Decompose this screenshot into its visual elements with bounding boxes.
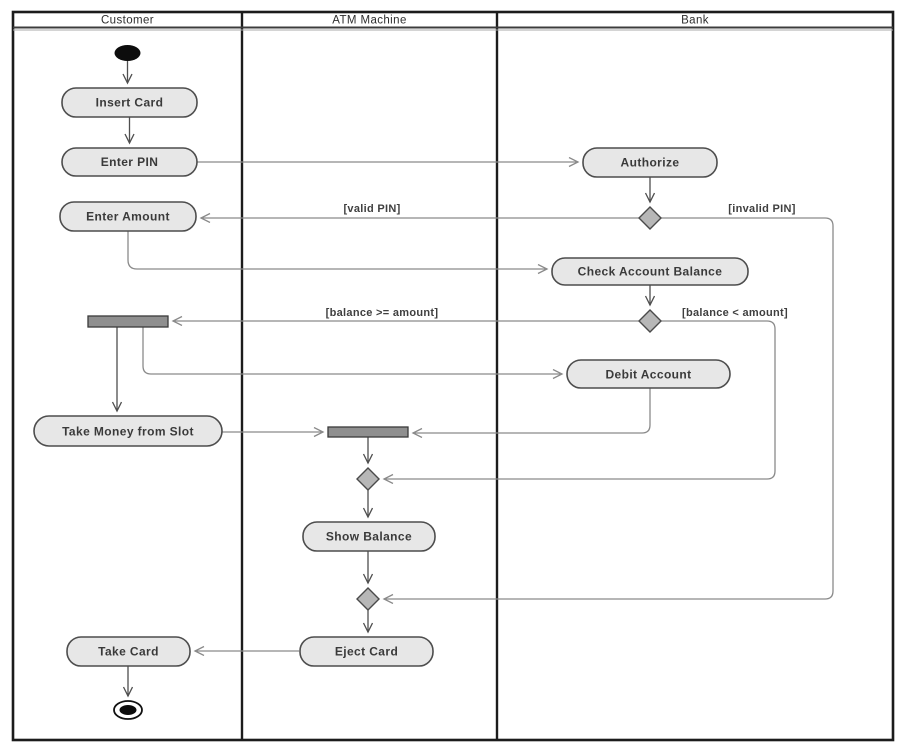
lane-bank-nodes: Authorize Check Account Balance Debit Ac… <box>551 147 749 389</box>
activity-debit-account-label: Debit Account <box>605 368 691 382</box>
activity-enter-pin-label: Enter PIN <box>101 155 159 169</box>
guard-labels: [valid PIN] [invalid PIN] [balance >= am… <box>326 203 796 319</box>
edge-debit-account-join <box>413 388 651 433</box>
activity-authorize-label: Authorize <box>621 156 680 170</box>
activity-eject-card-shape <box>299 636 434 667</box>
activity-take-card-label: Take Card <box>98 645 159 659</box>
lane-customer-nodes: Insert Card Enter PIN Enter Amount Take … <box>33 45 223 720</box>
activity-authorize: Authorize <box>582 147 718 178</box>
fork-bar <box>87 315 169 328</box>
guard-valid-pin: [valid PIN] <box>343 203 400 215</box>
activity-debit-account-shape <box>566 359 731 389</box>
activity-enter-pin: Enter PIN <box>61 147 198 177</box>
activity-insert-card: Insert Card <box>61 87 198 118</box>
activity-take-card-shape <box>66 636 191 667</box>
lane-atm-nodes: Show Balance Eject Card <box>299 426 436 667</box>
activity-take-money: Take Money from Slot <box>33 415 223 447</box>
activity-debit-account: Debit Account <box>566 359 731 389</box>
activity-enter-pin-shape <box>61 147 198 177</box>
activity-check-balance: Check Account Balance <box>551 257 749 286</box>
activity-show-balance: Show Balance <box>302 521 436 552</box>
edge-balance-lt-balance-merge <box>384 320 776 479</box>
lane-title-atm-machine: ATM Machine <box>332 15 406 27</box>
diagram-edges <box>117 61 834 696</box>
guard-balance-lt-amount: [balance < amount] <box>682 307 788 319</box>
activity-eject-card: Eject Card <box>299 636 434 667</box>
activity-check-balance-shape <box>551 257 749 286</box>
activity-enter-amount: Enter Amount <box>59 201 197 232</box>
edge-fork-debit-account <box>142 327 562 374</box>
activity-enter-amount-label: Enter Amount <box>86 210 170 224</box>
activity-take-money-label: Take Money from Slot <box>62 425 194 439</box>
guard-balance-ge-amount: [balance >= amount] <box>326 307 439 319</box>
activity-check-balance-label: Check Account Balance <box>578 265 723 279</box>
lane-title-bank: Bank <box>681 15 709 27</box>
activity-enter-amount-shape <box>59 201 197 232</box>
eject-merge-diamond <box>356 587 380 611</box>
initial-node <box>114 45 141 61</box>
final-node-core <box>119 705 137 715</box>
join-bar <box>327 426 409 438</box>
activity-take-card: Take Card <box>66 636 191 667</box>
swimlane-frame: Customer ATM Machine Bank <box>11 10 895 742</box>
diagram-border <box>11 10 895 742</box>
activity-insert-card-label: Insert Card <box>96 96 164 110</box>
guard-invalid-pin: [invalid PIN] <box>728 203 795 215</box>
activity-authorize-shape <box>582 147 718 178</box>
balance-merge-diamond <box>356 467 380 491</box>
activity-take-money-shape <box>33 415 223 447</box>
final-node <box>113 700 143 720</box>
edge-invalid-pin-eject-merge <box>384 217 834 599</box>
activity-show-balance-label: Show Balance <box>326 530 412 544</box>
activity-insert-card-shape <box>61 87 198 118</box>
edge-enter-amount-check-balance <box>127 231 547 269</box>
activity-eject-card-label: Eject Card <box>335 645 398 659</box>
balance-decision-diamond <box>638 309 662 333</box>
pin-decision-diamond <box>638 206 662 230</box>
activity-show-balance-shape <box>302 521 436 552</box>
lane-title-customer: Customer <box>101 15 154 27</box>
